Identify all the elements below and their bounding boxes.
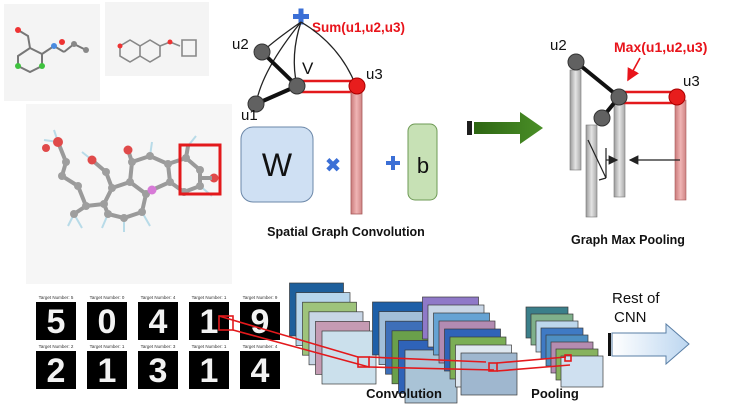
molecule-large-render bbox=[26, 104, 232, 284]
bias-plus-icon bbox=[386, 156, 400, 170]
mnist-tile bbox=[87, 351, 127, 389]
mnist-tile bbox=[189, 351, 229, 389]
mnist-caption: Target Number: 1 bbox=[90, 344, 125, 349]
mnist-digit: 3 bbox=[149, 352, 168, 390]
mnist-digit: 5 bbox=[47, 303, 66, 341]
max-label: Max(u1,u2,u3) bbox=[614, 39, 707, 55]
pool-node-u2-label: u2 bbox=[550, 37, 567, 54]
sum-label: Sum(u1,u2,u3) bbox=[312, 20, 405, 35]
mnist-caption: Target Number: 3 bbox=[141, 344, 176, 349]
mnist-digit: 9 bbox=[251, 303, 270, 341]
receptive-field-lines bbox=[218, 315, 572, 372]
mnist-caption: Target Number: 0 bbox=[90, 295, 125, 300]
mnist-digit: 4 bbox=[251, 352, 270, 390]
weight-box bbox=[240, 126, 314, 203]
center-node-label: V bbox=[302, 59, 314, 78]
mnist-caption: Target Number: 4 bbox=[141, 295, 176, 300]
spatial-graph-convolution: Sum(u1,u2,u3) u2 u1 u3 V W ✖ bbox=[232, 8, 438, 239]
mnist-tile bbox=[36, 351, 76, 389]
mnist-caption: Target Number: 9 bbox=[243, 295, 278, 300]
rest-of-cnn-label-line2: CNN bbox=[614, 309, 647, 326]
mnist-tile bbox=[138, 351, 178, 389]
sum-plus-icon bbox=[293, 8, 309, 25]
mnist-tile bbox=[138, 302, 178, 340]
mnist-digit: 2 bbox=[47, 352, 66, 390]
mnist-caption: Target Number: 5 bbox=[39, 295, 74, 300]
node-u2-label: u2 bbox=[232, 36, 249, 53]
mnist-caption: Target Number: 4 bbox=[243, 344, 278, 349]
mnist-digit: 4 bbox=[149, 303, 168, 341]
mnist-digit: 0 bbox=[98, 303, 117, 341]
pooling-label: Pooling bbox=[531, 386, 579, 401]
rest-of-cnn-label-line1: Rest of bbox=[612, 290, 660, 307]
bias-box bbox=[407, 123, 438, 201]
mnist-caption: Target Number: 2 bbox=[39, 344, 74, 349]
rest-of-cnn-arrow bbox=[608, 322, 690, 366]
mnist-tile bbox=[240, 351, 280, 389]
node-u3-label: u3 bbox=[366, 66, 383, 83]
molecule-thumbnail-b bbox=[105, 2, 209, 76]
convolution-feature-maps bbox=[289, 282, 604, 404]
molecule-thumbnail-a bbox=[4, 4, 100, 101]
green-arrow-icon bbox=[467, 112, 543, 144]
mnist-digit: 1 bbox=[200, 352, 219, 390]
node-u1-label: u1 bbox=[241, 107, 258, 124]
mnist-tile bbox=[189, 302, 229, 340]
graph-max-pooling: u2 u3 Max(u1,u2,u3) Graph Max Pooling bbox=[550, 37, 707, 247]
spatial-graph-convolution-caption: Spatial Graph Convolution bbox=[267, 225, 425, 239]
pool-node-u3-label: u3 bbox=[683, 73, 700, 90]
mnist-tile bbox=[36, 302, 76, 340]
mnist-digit: 1 bbox=[200, 303, 219, 341]
pooled-map-large bbox=[460, 352, 518, 396]
mnist-caption: Target Number: 1 bbox=[192, 295, 227, 300]
weight-label: W bbox=[262, 147, 293, 183]
mnist-tile bbox=[87, 302, 127, 340]
bias-label: b bbox=[417, 153, 429, 178]
mnist-caption: Target Number: 1 bbox=[192, 344, 227, 349]
graph-max-pooling-caption: Graph Max Pooling bbox=[571, 233, 685, 247]
times-icon: ✖ bbox=[325, 155, 342, 177]
mnist-digit: 1 bbox=[98, 352, 117, 390]
convolution-label: Convolution bbox=[366, 386, 442, 401]
pooled-map-small bbox=[560, 355, 604, 388]
highlight-box bbox=[178, 143, 222, 196]
